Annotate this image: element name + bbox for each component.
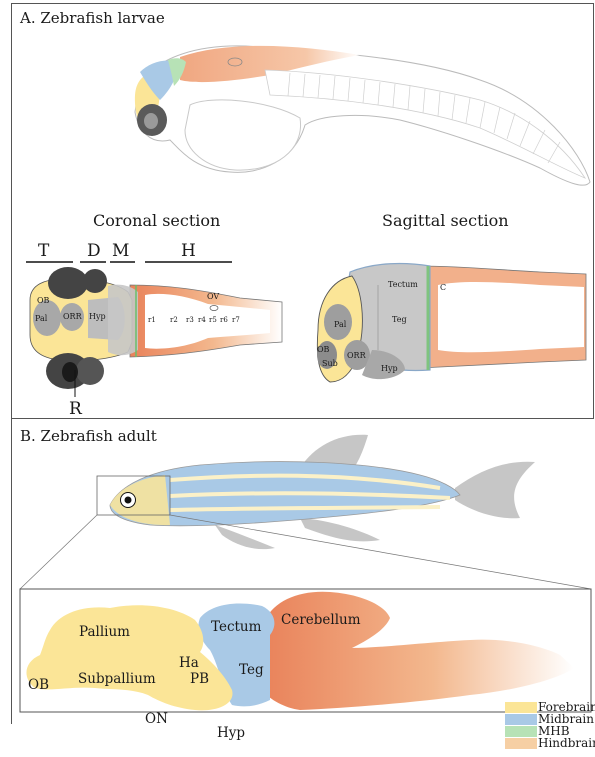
coronal-ob: OB — [37, 296, 50, 305]
rhombomere-r4: r4 — [198, 316, 206, 324]
coronal-section-title: Coronal section — [93, 211, 220, 230]
division-m: M — [112, 241, 129, 261]
legend-label-hindbrain: Hindbrain — [538, 736, 595, 750]
sagittal-section-title: Sagittal section — [382, 211, 509, 230]
adult-pb: PB — [190, 671, 209, 687]
legend-swatch-mhb — [505, 726, 537, 737]
sagittal-section-illustration — [317, 264, 586, 382]
rhombomere-r7: r7 — [232, 316, 240, 324]
adult-tectum: Tectum — [211, 619, 262, 635]
sagittal-hyp: Hyp — [381, 364, 398, 373]
sagittal-sub: Sub — [322, 359, 338, 368]
adult-fish-illustration — [20, 435, 591, 589]
legend-swatch-forebrain — [505, 702, 537, 713]
coronal-bottom-label: R — [69, 399, 83, 419]
adult-hyp: Hyp — [217, 725, 245, 741]
coronal-pal: Pal — [35, 314, 48, 323]
ov-label: OV — [207, 292, 219, 301]
sagittal-tectum: Tectum — [388, 280, 418, 289]
legend-swatch-midbrain — [505, 714, 537, 725]
coronal-hyp: Hyp — [89, 312, 106, 321]
adult-cerebellum: Cerebellum — [281, 612, 361, 628]
sagittal-teg: Teg — [392, 315, 407, 324]
sagittal-orr: ORR — [347, 351, 367, 360]
adult-pallium: Pallium — [79, 624, 130, 640]
rhombomere-r1: r1 — [148, 316, 156, 324]
panel-a-title: A. Zebrafish larvae — [19, 9, 165, 27]
coronal-divisions: T D M H — [26, 241, 232, 262]
adult-brain-illustration — [26, 592, 574, 711]
adult-teg: Teg — [239, 662, 264, 678]
division-d: D — [87, 241, 101, 261]
panel-b-title: B. Zebrafish adult — [20, 427, 157, 445]
adult-subpallium: Subpallium — [78, 671, 156, 687]
rhombomere-r6: r6 — [220, 316, 228, 324]
legend-swatch-hindbrain — [505, 738, 537, 749]
sagittal-c: C — [440, 283, 446, 292]
coronal-orr: ORR — [63, 312, 83, 321]
coronal-section-illustration — [30, 267, 282, 397]
division-t: T — [38, 241, 50, 261]
larva-illustration — [135, 46, 590, 185]
adult-on: ON — [145, 711, 168, 727]
adult-ha: Ha — [179, 655, 199, 671]
rhombomere-r3: r3 — [186, 316, 194, 324]
adult-ob: OB — [28, 677, 49, 693]
rhombomere-r5: r5 — [209, 316, 217, 324]
legend-item-hindbrain: Hindbrain — [505, 736, 595, 750]
rhombomere-r2: r2 — [170, 316, 178, 324]
division-h: H — [181, 241, 196, 261]
sagittal-ob: OB — [317, 345, 330, 354]
sagittal-pal: Pal — [334, 320, 347, 329]
legend: Forebrain Midbrain MHB Hindbrain — [505, 700, 595, 750]
